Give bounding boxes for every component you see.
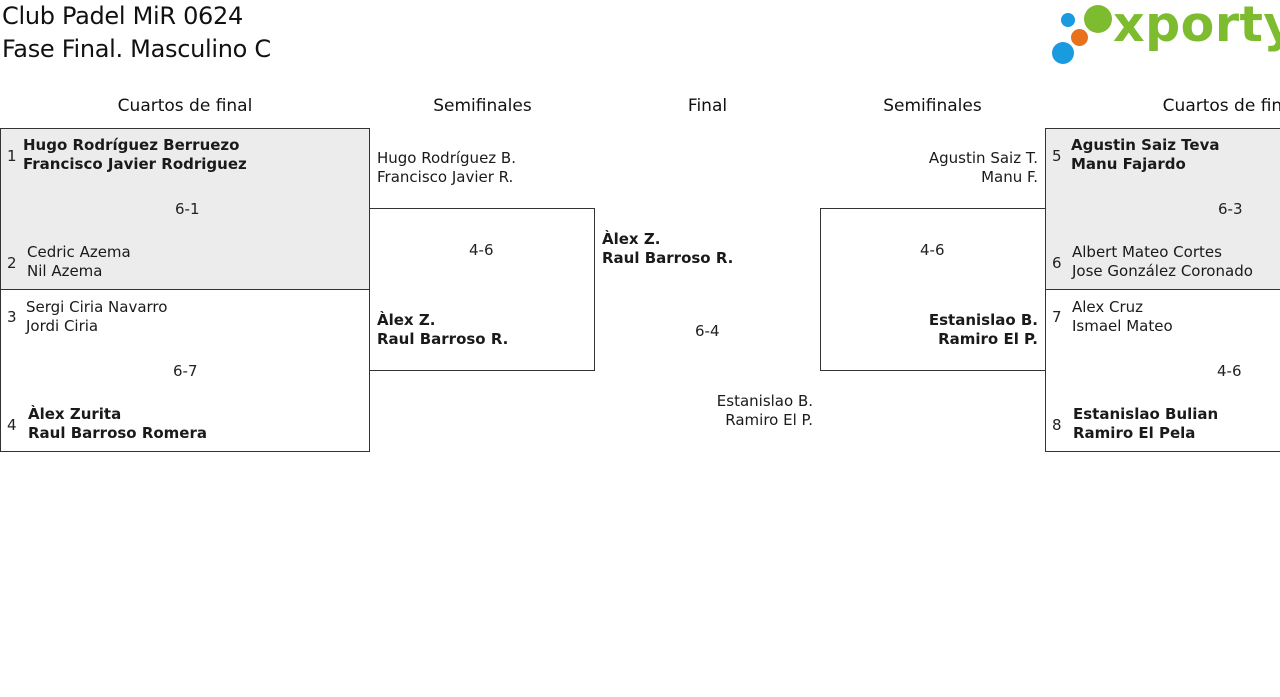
player-name: Estanislao Bulian [1073,405,1219,423]
player-name: Ramiro El P. [725,411,813,429]
heading-right-quarters: Cuartos de final [1162,96,1280,116]
match-score: 4-6 [469,241,494,259]
match-score: 6-1 [175,200,200,218]
player-name: Francisco Javier Rodriguez [23,155,247,173]
match-score: 6-4 [695,322,720,340]
logo-dot-green [1084,5,1112,33]
heading-right-semis: Semifinales [883,96,982,116]
seed-number: 7 [1052,308,1062,326]
player-name: Estanislao B. [716,392,813,410]
logo-dot-blue-large [1052,42,1074,64]
player-name: Hugo Rodríguez Berruezo [23,136,240,154]
player-name: Raul Barroso R. [377,330,509,348]
team-entry-winner: Estanislao Bulian Ramiro El Pela [1073,405,1218,443]
seed-number: 1 [7,147,17,165]
player-name: Ramiro El P. [938,330,1038,348]
left-quarter-match-1 [0,128,370,290]
heading-final: Final [687,96,728,116]
player-name: Francisco Javier R. [377,168,514,186]
player-name: Agustin Saiz Teva [1071,136,1220,154]
team-entry: Cedric Azema Nil Azema [27,243,131,281]
player-name: Jose González Coronado [1072,262,1253,280]
player-name: Sergi Ciria Navarro [26,298,168,316]
team-entry: Agustin Saiz T. Manu F. [838,149,1038,187]
match-score: 6-7 [173,362,198,380]
player-name: Nil Azema [27,262,103,280]
team-entry-winner: Àlex Zurita Raul Barroso Romera [28,405,207,443]
logo-dot-blue-small [1061,13,1075,27]
seed-number: 6 [1052,254,1062,272]
player-name: Manu Fajardo [1071,155,1186,173]
player-name: Hugo Rodríguez B. [377,149,516,167]
right-quarter-match-1 [1045,128,1280,290]
team-entry: Alex Cruz Ismael Mateo [1072,298,1173,336]
seed-number: 5 [1052,147,1062,165]
team-entry: Hugo Rodríguez B. Francisco Javier R. [377,149,516,187]
seed-number: 8 [1052,416,1062,434]
player-name: Àlex Z. [377,311,436,329]
team-entry: Albert Mateo Cortes Jose González Corona… [1072,243,1253,281]
right-quarter-match-2 [1045,289,1280,452]
team-entry-winner: Àlex Z. Raul Barroso R. [377,311,508,349]
seed-number: 4 [7,416,17,434]
player-name: Jordi Ciria [26,317,99,335]
player-name: Alex Cruz [1072,298,1144,316]
match-score: 4-6 [920,241,945,259]
match-score: 4-6 [1217,362,1242,380]
player-name: Ramiro El Pela [1073,424,1196,442]
player-name: Cedric Azema [27,243,131,261]
xporty-logo: xporty [1050,0,1280,68]
phase-title: Fase Final. Masculino C [2,35,271,63]
team-entry: Estanislao B. Ramiro El P. [663,392,813,430]
player-name: Raul Barroso Romera [28,424,208,442]
player-name: Àlex Zurita [28,405,122,423]
match-score: 6-3 [1218,200,1243,218]
heading-left-quarters: Cuartos de final [117,96,253,116]
player-name: Albert Mateo Cortes [1072,243,1222,261]
team-entry-winner: Agustin Saiz Teva Manu Fajardo [1071,136,1220,174]
player-name: Agustin Saiz T. [928,149,1038,167]
logo-dot-orange [1071,29,1088,46]
team-entry: Sergi Ciria Navarro Jordi Ciria [26,298,167,336]
player-name: Ismael Mateo [1072,317,1173,335]
player-name: Manu F. [981,168,1038,186]
team-entry-winner: Àlex Z. Raul Barroso R. [602,230,733,268]
seed-number: 3 [7,308,17,326]
seed-number: 2 [7,254,17,272]
player-name: Estanislao B. [928,311,1038,329]
player-name: Raul Barroso R. [602,249,734,267]
player-name: Àlex Z. [602,230,661,248]
left-semi-match [369,208,595,371]
club-title: Club Padel MiR 0624 [2,2,243,30]
team-entry-winner: Estanislao B. Ramiro El P. [838,311,1038,349]
logo-wordmark: xporty [1113,0,1280,53]
team-entry-winner: Hugo Rodríguez Berruezo Francisco Javier… [23,136,247,174]
heading-left-semis: Semifinales [433,96,532,116]
